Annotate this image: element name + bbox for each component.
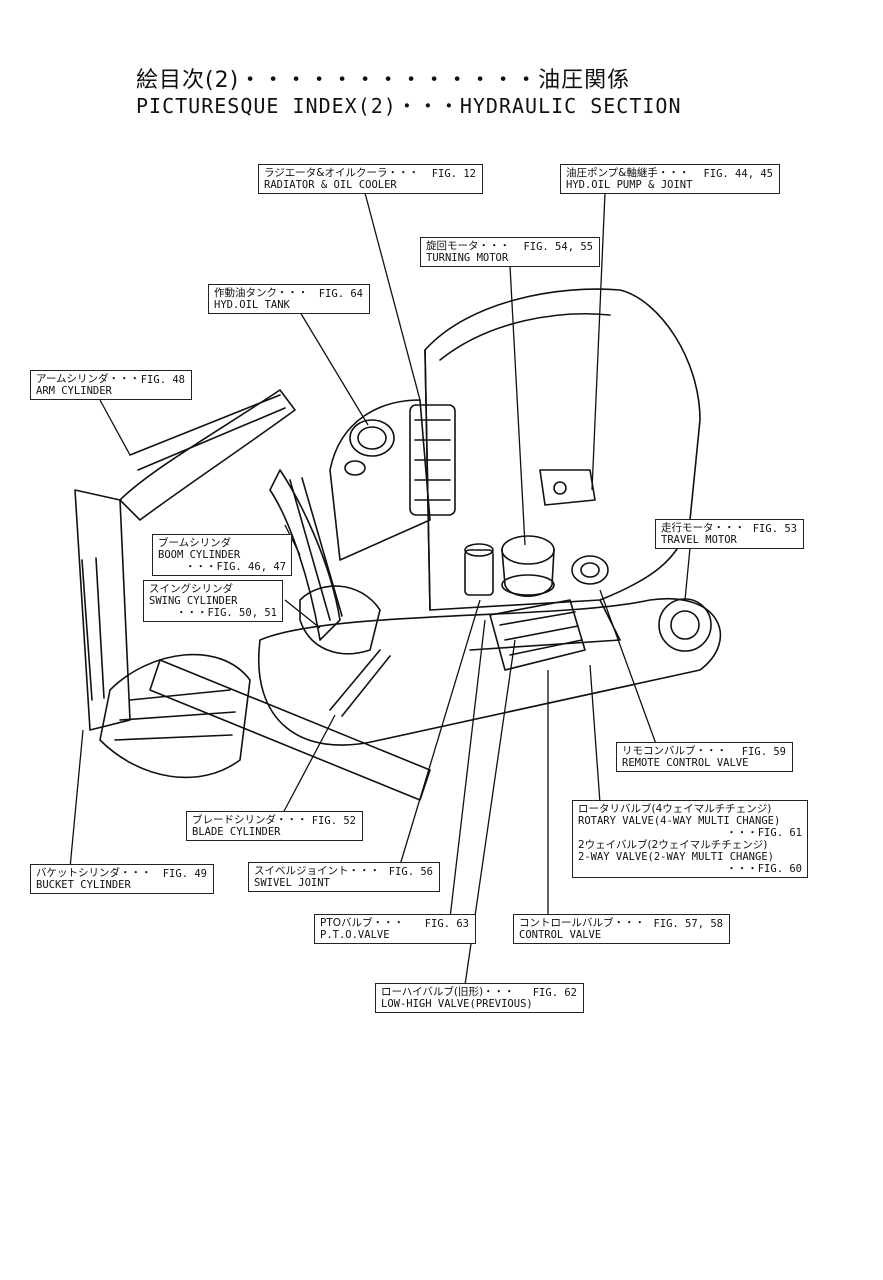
label-swing-cylinder: スイングシリンダ SWING CYLINDER ・・・FIG. 50, 51 [143,580,283,622]
label-arm-cylinder: アームシリンダ・・・ FIG. 48 ARM CYLINDER [30,370,192,400]
cab-outline [424,288,701,611]
leader-rotary [589,664,601,804]
label-boom-cylinder: ブームシリンダ BOOM CYLINDER ・・・FIG. 46, 47 [152,534,292,576]
label-turning-jp: 旋回モータ・・・ [426,240,510,252]
radiator [409,404,456,516]
leader-pump [591,192,606,491]
label-pump-ref: FIG. 44, 45 [703,168,773,180]
label-travel-en: TRAVEL MOTOR [661,534,737,546]
label-radiator-en: RADIATOR & OIL COOLER [264,179,397,191]
label-travel-motor: 走行モータ・・・ FIG. 53 TRAVEL MOTOR [655,519,804,549]
label-lowhigh-ref: FIG. 62 [532,987,577,999]
blade-cylinder-shape [329,649,391,717]
label-tank-en: HYD.OIL TANK [214,299,290,311]
label-swivel-jp: スイベルジョイント・・・ [254,865,380,877]
label-control-jp: コントロールバルブ・・・ [519,917,645,929]
label-rotary-en2: 2-WAY VALVE(2-WAY MULTI CHANGE) [578,851,774,863]
label-rotary-jp1: ロータリバルブ(4ウェイマルチチェンジ) [578,803,772,815]
leader-travel [684,547,691,601]
label-control-ref: FIG. 57, 58 [653,918,723,930]
label-swing-ref: ・・・FIG. 50, 51 [175,607,277,619]
label-pto-en: P.T.O.VALVE [320,929,390,941]
label-swivel-joint: スイベルジョイント・・・ FIG. 56 SWIVEL JOINT [248,862,440,892]
label-travel-jp: 走行モータ・・・ [661,522,745,534]
hyd-pump [539,469,596,506]
label-rotary-ref2: ・・・FIG. 60 [726,863,802,875]
arm [74,489,131,731]
oil-tank-cap [349,419,395,457]
label-radiator-ref: FIG. 12 [431,168,476,180]
label-boom-jp: ブームシリンダ [158,537,232,549]
label-lowhigh-en: LOW-HIGH VALVE(PREVIOUS) [381,998,533,1010]
travel-motor [571,555,609,585]
label-rotary-en1: ROTARY VALVE(4-WAY MULTI CHANGE) [578,815,781,827]
track-sprocket [658,598,712,652]
label-control-valve: コントロールバルブ・・・ FIG. 57, 58 CONTROL VALVE [513,914,730,944]
label-control-en: CONTROL VALVE [519,929,602,941]
leader-swing [284,599,321,629]
label-swivel-en: SWIVEL JOINT [254,877,330,889]
label-pto-ref: FIG. 63 [424,918,469,930]
label-bucket-jp: バケットシリンダ・・・ [36,867,152,879]
label-low-high-valve: ローハイバルブ(旧形)・・・ FIG. 62 LOW-HIGH VALVE(PR… [375,983,584,1013]
label-boom-ref: ・・・FIG. 46, 47 [184,561,286,573]
label-hyd-oil-pump: 油圧ポンプ&軸継手・・・ FIG. 44, 45 HYD.OIL PUMP & … [560,164,780,194]
page-title-jp: 絵目次(2)・・・・・・・・・・・・・油圧関係 [136,68,631,93]
label-radiator-jp: ラジエータ&オイルクーラ・・・ [264,167,419,179]
label-pump-jp: 油圧ポンプ&軸継手・・・ [566,167,690,179]
label-turning-motor: 旋回モータ・・・ FIG. 54, 55 TURNING MOTOR [420,237,600,267]
label-rotary-ref1: ・・・FIG. 61 [726,827,802,839]
label-blade-jp: ブレードシリンダ・・・ [192,814,308,826]
label-blade-cylinder: ブレードシリンダ・・・ FIG. 52 BLADE CYLINDER [186,811,363,841]
control-valve [489,599,586,671]
leader-swivel [399,599,481,866]
boom [119,389,296,521]
label-turning-en: TURNING MOTOR [426,252,509,264]
label-radiator: ラジエータ&オイルクーラ・・・ FIG. 12 RADIATOR & OIL C… [258,164,483,194]
label-hyd-oil-tank: 作動油タンク・・・ FIG. 64 HYD.OIL TANK [208,284,370,314]
label-pump-en: HYD.OIL PUMP & JOINT [566,179,693,191]
label-blade-en: BLADE CYLINDER [192,826,281,838]
label-swing-jp: スイングシリンダ [149,583,233,595]
page-title-en: PICTURESQUE INDEX(2)・・・HYDRAULIC SECTION [136,94,682,118]
label-bucket-ref: FIG. 49 [162,868,207,880]
label-boom-en: BOOM CYLINDER [158,549,241,561]
label-remote-ref: FIG. 59 [741,746,786,758]
arm-cylinder-shape [129,394,286,471]
leader-boom [284,524,301,556]
label-swivel-ref: FIG. 56 [388,866,433,878]
label-rotary-jp2: 2ウェイバルブ(2ウェイマルチチェンジ) [578,839,768,851]
label-turning-ref: FIG. 54, 55 [523,241,593,253]
bucket-cylinder-shape [81,557,105,701]
label-bucket-en: BUCKET CYLINDER [36,879,131,891]
bucket [99,653,251,779]
label-tank-ref: FIG. 64 [318,288,363,300]
leader-bucket [69,729,84,869]
leader-radiator [364,192,421,401]
leader-remote [599,589,661,756]
leader-pto [449,619,486,919]
label-bucket-cylinder: バケットシリンダ・・・ FIG. 49 BUCKET CYLINDER [30,864,214,894]
label-arm-en: ARM CYLINDER [36,385,112,397]
leader-tank [299,311,369,426]
leader-arm [99,399,131,456]
label-remote-jp: リモコンバルブ・・・ [622,745,727,757]
label-tank-jp: 作動油タンク・・・ [214,287,309,299]
label-blade-ref: FIG. 52 [311,815,356,827]
label-remote-control-valve: リモコンバルブ・・・ FIG. 59 REMOTE CONTROL VALVE [616,742,793,772]
label-pto-jp: PTOバルブ・・・ [320,917,405,929]
boom-cylinder-shape [289,477,343,621]
leader-turning [509,265,526,546]
label-remote-en: REMOTE CONTROL VALVE [622,757,749,769]
label-rotary-valve: ロータリバルブ(4ウェイマルチチェンジ) ROTARY VALVE(4-WAY … [572,800,808,878]
label-swing-en: SWING CYLINDER [149,595,238,607]
label-travel-ref: FIG. 53 [752,523,797,535]
label-lowhigh-jp: ローハイバルブ(旧形)・・・ [381,986,515,998]
turning-motor [501,535,555,565]
label-arm-ref: FIG. 48 [140,374,185,386]
label-pto-valve: PTOバルブ・・・ FIG. 63 P.T.O.VALVE [314,914,476,944]
leader-blade [281,714,336,816]
label-arm-jp: アームシリンダ・・・ [36,373,141,385]
